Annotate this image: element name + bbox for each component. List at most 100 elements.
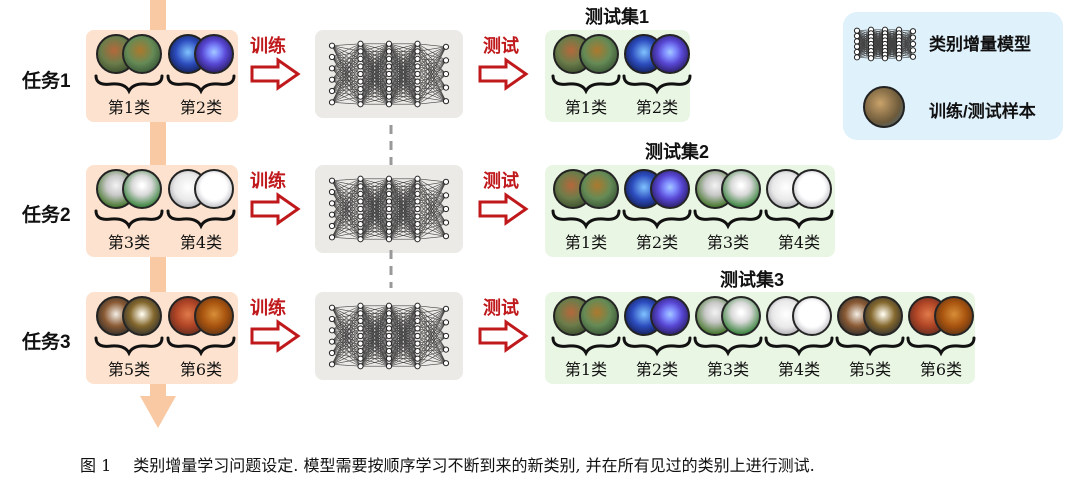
train-arrow-icon [250, 57, 301, 91]
test-panel: 第1类 第2类 第3类 第4类 第5类 第6类 [545, 292, 978, 384]
arctic-fox-photo-icon [792, 169, 832, 209]
class-label: 第6类 [919, 360, 963, 379]
network-connector [389, 125, 393, 288]
class-group: 第4类 [762, 296, 836, 382]
test-label: 测试 [483, 36, 519, 56]
network-graph [328, 302, 450, 370]
test-set-title: 测试集1 [585, 7, 650, 27]
class-label: 第3类 [706, 233, 750, 252]
class-label: 第2类 [635, 233, 679, 252]
network-graph [328, 40, 450, 108]
class-brace [94, 209, 164, 230]
arctic-fox-photo-icon [194, 169, 234, 209]
task-label: 任务3 [22, 332, 71, 353]
train-panel: 第1类 第2类 [86, 30, 238, 122]
class-brace [622, 74, 692, 95]
class-label: 第1类 [564, 98, 608, 117]
class-group: 第1类 [92, 34, 166, 120]
class-brace [551, 336, 621, 357]
class-label: 第1类 [564, 360, 608, 379]
model-network [315, 30, 463, 118]
class-brace [622, 336, 692, 357]
model-network [315, 165, 463, 253]
arctic-fox-photo-icon [792, 296, 832, 336]
class-label: 第2类 [635, 98, 679, 117]
test-label: 测试 [483, 171, 519, 191]
class-brace [693, 209, 763, 230]
class-group: 第1类 [549, 296, 623, 382]
test-panel: 第1类 第2类 第3类 第4类 [545, 165, 835, 257]
class-group: 第2类 [620, 34, 694, 120]
goose-photo-icon [721, 169, 761, 209]
class-label: 第4类 [777, 233, 821, 252]
class-brace [906, 336, 976, 357]
class-brace [166, 74, 236, 95]
class-group: 第3类 [691, 296, 765, 382]
legend-panel: 类别增量模型 训练/测试样本 [843, 12, 1063, 140]
class-label: 第3类 [706, 360, 750, 379]
train-arrow-icon [250, 192, 301, 226]
bird-photo-icon [579, 169, 619, 209]
class-brace [551, 209, 621, 230]
class-group: 第4类 [164, 169, 238, 255]
test-set-title: 测试集2 [645, 142, 710, 162]
test-panel: 第1类 第2类 [545, 30, 692, 122]
jellyfish-photo-icon [650, 169, 690, 209]
class-group: 第5类 [92, 296, 166, 382]
class-group: 第1类 [549, 34, 623, 120]
class-label: 第3类 [107, 233, 151, 252]
jellyfish-photo-icon [194, 34, 234, 74]
crab-photo-icon [934, 296, 974, 336]
test-arrow-icon [478, 319, 529, 353]
test-arrow-icon [478, 192, 529, 226]
train-panel: 第3类 第4类 [86, 165, 238, 257]
class-brace [94, 74, 164, 95]
class-group: 第4类 [762, 169, 836, 255]
class-label: 第2类 [635, 360, 679, 379]
class-brace [551, 74, 621, 95]
class-brace [622, 209, 692, 230]
class-label: 第4类 [777, 360, 821, 379]
class-group: 第3类 [92, 169, 166, 255]
class-group: 第1类 [549, 169, 623, 255]
bird-photo-icon [122, 34, 162, 74]
class-label: 第4类 [179, 233, 223, 252]
class-label: 第6类 [179, 360, 223, 379]
crab-photo-icon [194, 296, 234, 336]
legend-sample-label: 训练/测试样本 [929, 102, 1036, 121]
bird-photo-icon [579, 34, 619, 74]
class-brace [764, 209, 834, 230]
class-label: 第1类 [107, 98, 151, 117]
class-label: 第2类 [179, 98, 223, 117]
goose-photo-icon [122, 169, 162, 209]
task-label: 任务2 [22, 205, 71, 226]
class-group: 第6类 [164, 296, 238, 382]
train-label: 训练 [250, 171, 286, 191]
class-brace [764, 336, 834, 357]
network-graph [328, 175, 450, 243]
class-label: 第5类 [107, 360, 151, 379]
class-group: 第6类 [904, 296, 978, 382]
class-brace [94, 336, 164, 357]
sample-legend-icon [863, 86, 905, 128]
train-label: 训练 [250, 36, 286, 56]
model-network [315, 292, 463, 380]
class-brace [693, 336, 763, 357]
class-label: 第5类 [848, 360, 892, 379]
beagle-photo-icon [863, 296, 903, 336]
class-label: 第1类 [564, 233, 608, 252]
class-brace [166, 336, 236, 357]
test-arrow-icon [478, 57, 529, 91]
class-brace [166, 209, 236, 230]
jellyfish-photo-icon [650, 296, 690, 336]
beagle-photo-icon [122, 296, 162, 336]
train-label: 训练 [250, 298, 286, 318]
test-set-title: 测试集3 [720, 270, 785, 290]
train-arrow-icon [250, 319, 301, 353]
network-legend-icon [853, 26, 917, 62]
caption-text: 类别增量学习问题设定. 模型需要按顺序学习不断到来的新类别, 并在所有见过的类别… [133, 456, 815, 475]
class-group: 第2类 [164, 34, 238, 120]
task-label: 任务1 [22, 71, 71, 92]
train-panel: 第5类 第6类 [86, 292, 238, 384]
